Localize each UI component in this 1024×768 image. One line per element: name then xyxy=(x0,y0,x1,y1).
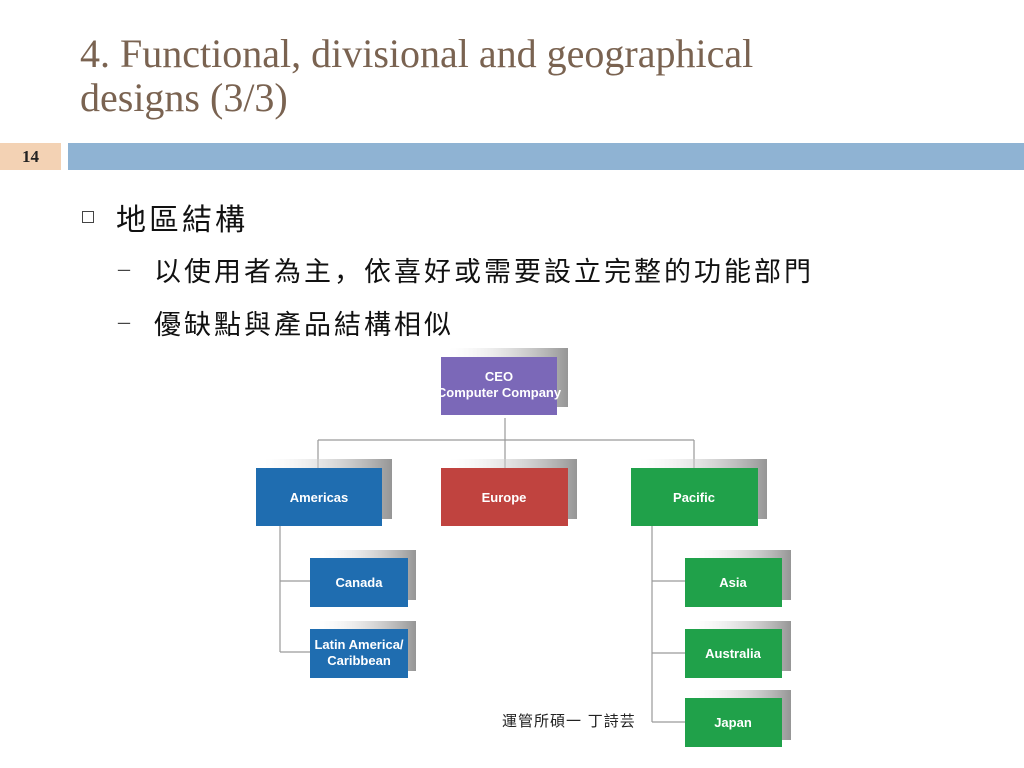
japan-box xyxy=(685,698,782,747)
slide-title-line-2: designs (3/3) xyxy=(80,75,288,120)
org-node-japan: Japan xyxy=(685,690,791,747)
sub-bullet-2: – 優缺點與產品結構相似 xyxy=(118,303,454,342)
asia-box xyxy=(685,558,782,607)
square-bullet-icon xyxy=(82,211,94,223)
pacific-box xyxy=(631,468,758,526)
japan-label: Japan xyxy=(714,715,752,730)
org-node-americas: Americas xyxy=(256,459,392,526)
sub-bullet-text: 優缺點與產品結構相似 xyxy=(154,310,454,341)
latin-america-label-line-2: Caribbean xyxy=(327,653,391,668)
dash-bullet-icon: – xyxy=(118,309,130,335)
europe-label: Europe xyxy=(482,490,527,505)
americas-label: Americas xyxy=(290,490,349,505)
header-band xyxy=(68,143,1024,170)
slide-number: 14 xyxy=(0,143,61,170)
asia-label: Asia xyxy=(719,575,747,590)
org-node-pacific: Pacific xyxy=(631,459,767,526)
sub-bullet-text: 以使用者為主，依喜好或需要設立完整的功能部門 xyxy=(154,257,814,288)
dash-bullet-icon: – xyxy=(118,256,130,282)
org-node-ceo: CEO Computer Company xyxy=(437,348,568,415)
ceo-label-line-1: CEO xyxy=(485,369,513,384)
latin-america-box xyxy=(310,629,408,678)
footer-author: 運管所碩一 丁詩芸 xyxy=(502,712,636,730)
bullet-geographic-structure: 地區結構 xyxy=(82,195,248,239)
ceo-label-line-2: Computer Company xyxy=(437,385,562,400)
org-node-latin-america: Latin America/ Caribbean xyxy=(310,621,416,678)
org-node-asia: Asia xyxy=(685,550,791,607)
pacific-label: Pacific xyxy=(673,490,715,505)
europe-box xyxy=(441,468,568,526)
australia-box xyxy=(685,629,782,678)
canada-label: Canada xyxy=(336,575,384,590)
org-node-canada: Canada xyxy=(310,550,416,607)
canada-box xyxy=(310,558,408,607)
latin-america-label-line-1: Latin America/ xyxy=(314,637,403,652)
slide-title-line-1: 4. Functional, divisional and geographic… xyxy=(80,31,754,76)
americas-box xyxy=(256,468,382,526)
australia-label: Australia xyxy=(705,646,761,661)
sub-bullet-1: – 以使用者為主，依喜好或需要設立完整的功能部門 xyxy=(118,250,814,289)
slide-title: 4. Functional, divisional and geographic… xyxy=(80,32,980,120)
org-node-australia: Australia xyxy=(685,621,791,678)
ceo-box xyxy=(441,357,557,415)
org-node-europe: Europe xyxy=(441,459,577,526)
bullet-text: 地區結構 xyxy=(116,203,248,238)
